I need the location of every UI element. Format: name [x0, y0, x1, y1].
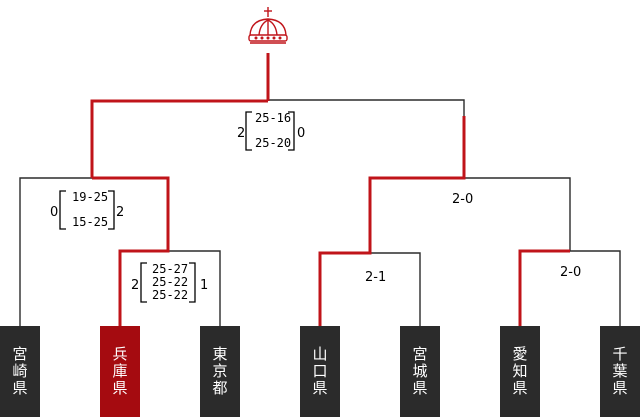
team-hyogo-char-2: 庫 — [112, 362, 128, 380]
left-semi-set-1: 19-25 — [72, 190, 108, 204]
hyogo-tokyo-right-score: 1 — [200, 278, 208, 293]
right-semi-summary: 2-0 — [452, 192, 473, 207]
team-chiba: 千 葉 県 — [600, 326, 640, 417]
team-yamaguchi-char-3: 県 — [312, 379, 328, 397]
team-hyogo: 兵 庫 県 — [100, 326, 140, 417]
team-miyagi-char-3: 県 — [412, 379, 428, 397]
team-yamaguchi: 山 口 県 — [300, 326, 340, 417]
team-aichi-char-3: 県 — [512, 379, 528, 397]
team-chiba-char-1: 千 — [612, 345, 628, 363]
team-aichi-char-1: 愛 — [512, 345, 528, 363]
team-yamaguchi-char-2: 口 — [312, 362, 328, 380]
team-tokyo-char-1: 東 — [212, 345, 228, 363]
team-aichi-char-2: 知 — [512, 362, 528, 380]
yamaguchi-miyagi-summary: 2-1 — [365, 270, 386, 285]
team-tokyo-char-3: 都 — [212, 379, 228, 397]
crown-icon — [248, 7, 288, 44]
hyogo-tokyo-score: 2 25-27 25-22 25-22 1 — [131, 262, 208, 303]
final-set-2: 25-20 — [255, 136, 291, 150]
team-miyagi-char-1: 宮 — [412, 345, 428, 363]
team-miyagi-char-2: 城 — [412, 362, 428, 380]
hyogo-tokyo-set-1: 25-27 — [152, 262, 188, 276]
team-tokyo-char-2: 京 — [212, 362, 228, 380]
final-score: 2 25-16 25-20 0 — [237, 111, 305, 151]
left-semi-score: 0 19-25 15-25 2 — [50, 190, 124, 230]
aichi-chiba-summary: 2-0 — [560, 265, 581, 280]
team-miyazaki-char-2: 崎 — [12, 362, 28, 380]
hyogo-tokyo-left-score: 2 — [131, 278, 139, 293]
team-chiba-char-2: 葉 — [612, 362, 628, 380]
final-set-1: 25-16 — [255, 111, 291, 125]
team-tokyo: 東 京 都 — [200, 326, 240, 417]
left-semi-right-score: 2 — [116, 205, 124, 220]
bracket-lines — [19, 99, 621, 326]
team-miyazaki-char-1: 宮 — [12, 345, 28, 363]
hyogo-tokyo-set-3: 25-22 — [152, 288, 188, 302]
hyogo-tokyo-set-2: 25-22 — [152, 275, 188, 289]
left-semi-left-score: 0 — [50, 205, 58, 220]
team-hyogo-char-3: 県 — [112, 379, 128, 397]
final-left-score: 2 — [237, 126, 245, 141]
winner-path-lines — [90, 53, 570, 326]
team-miyagi: 宮 城 県 — [400, 326, 440, 417]
team-miyazaki: 宮 崎 県 — [0, 326, 40, 417]
team-hyogo-char-1: 兵 — [112, 345, 128, 363]
left-semi-set-2: 15-25 — [72, 215, 108, 229]
final-right-score: 0 — [297, 126, 305, 141]
team-chiba-char-3: 県 — [612, 379, 628, 397]
team-miyazaki-char-3: 県 — [12, 379, 28, 397]
team-yamaguchi-char-1: 山 — [312, 345, 328, 363]
team-aichi: 愛 知 県 — [500, 326, 540, 417]
